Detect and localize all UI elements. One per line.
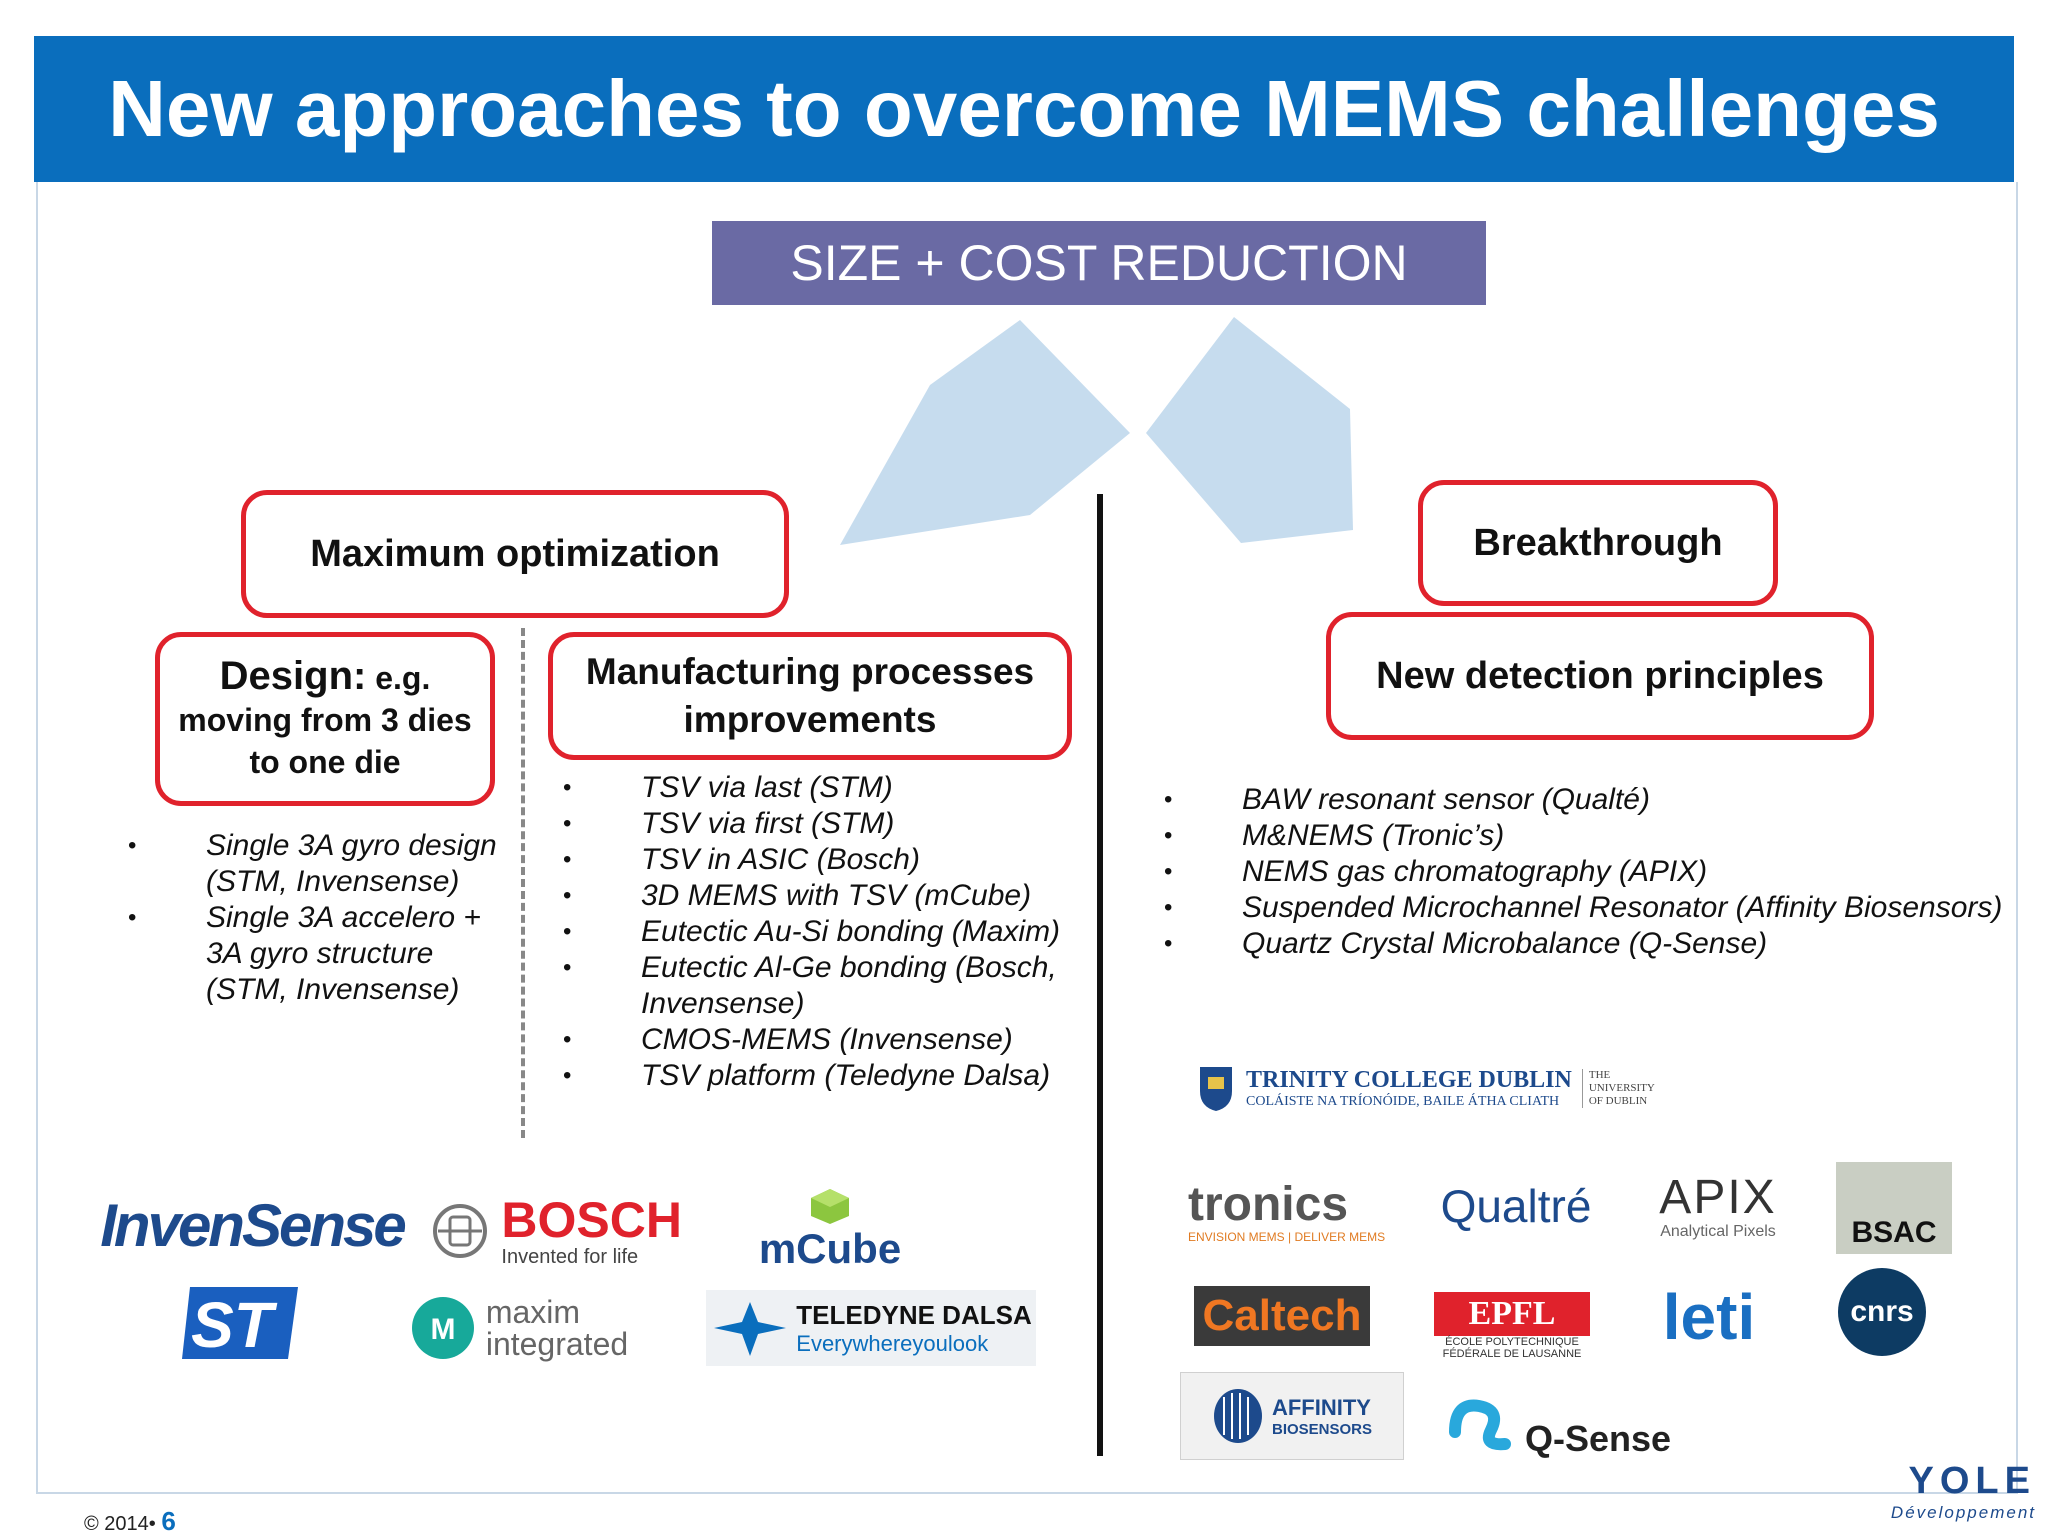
list-item: NEMS gas chromatography (APIX) bbox=[1164, 854, 2044, 890]
trinity-college-logo: TRINITY COLLEGE DUBLIN COLÁISTE NA TRÍON… bbox=[1196, 1060, 1676, 1116]
dashed-divider bbox=[521, 628, 525, 1138]
q-sense-emblem-icon bbox=[1448, 1399, 1511, 1451]
affinity-biosensors-logo: AFFINITY BIOSENSORS bbox=[1180, 1372, 1404, 1460]
list-item: Quartz Crystal Microbalance (Q-Sense) bbox=[1164, 926, 2044, 962]
svg-text:ST: ST bbox=[191, 1289, 278, 1361]
affinity-emblem-icon bbox=[1213, 1389, 1262, 1443]
maxim-logo: M maxim integrated bbox=[394, 1290, 644, 1366]
st-logo-icon: ST bbox=[182, 1287, 298, 1361]
left-arrow-shape bbox=[840, 320, 1130, 545]
epfl-logo: EPFL ÉCOLE POLYTECHNIQUE FÉDÉRALE DE LAU… bbox=[1432, 1288, 1592, 1364]
invensense-logo: InvenSense bbox=[100, 1191, 406, 1259]
list-item: TSV in ASIC (Bosch) bbox=[563, 842, 1083, 878]
q-sense-logo: Q-Sense bbox=[1440, 1384, 1676, 1466]
svg-text:M: M bbox=[430, 1313, 455, 1346]
right-arrow-shape bbox=[1146, 317, 1353, 543]
list-item: Single 3A gyro design (STM, Invensense) bbox=[128, 828, 498, 900]
bsac-logo: BSAC bbox=[1836, 1162, 1952, 1254]
cnrs-logo: cnrs bbox=[1838, 1268, 1926, 1356]
page-number: 6 bbox=[161, 1506, 176, 1536]
list-item: TSV via last (STM) bbox=[563, 770, 1083, 806]
list-item: CMOS-MEMS (Invensense) bbox=[563, 1022, 1083, 1058]
st-logo: ST bbox=[178, 1284, 302, 1362]
list-item: Eutectic Al-Ge bonding (Bosch, Invensens… bbox=[563, 950, 1083, 1022]
bosch-logo: BOSCH Invented for life bbox=[432, 1188, 682, 1274]
apix-logo: APIX Analytical Pixels bbox=[1659, 1171, 1777, 1241]
list-item: Single 3A accelero + 3A gyro structure (… bbox=[128, 900, 498, 1008]
leti-logo: leti bbox=[1662, 1281, 1756, 1353]
teledyne-dalsa-logo: TELEDYNE DALSA Everywhereyoulook bbox=[706, 1290, 1036, 1366]
manufacturing-bullet-list: TSV via last (STM) TSV via first (STM) T… bbox=[563, 770, 1083, 1094]
slide-title: New approaches to overcome MEMS challeng… bbox=[108, 64, 1940, 153]
list-item: 3D MEMS with TSV (mCube) bbox=[563, 878, 1083, 914]
breakthrough-label: Breakthrough bbox=[1473, 521, 1723, 564]
maximum-optimization-box: Maximum optimization bbox=[241, 490, 789, 618]
breakthrough-bullet-list: BAW resonant sensor (Qualté) M&NEMS (Tro… bbox=[1164, 782, 2044, 962]
footer: © 2014• 6 bbox=[84, 1506, 176, 1537]
manufacturing-box: Manufacturing processes improvements bbox=[548, 632, 1072, 760]
manufacturing-label: Manufacturing processes improvements bbox=[585, 651, 1035, 740]
mcube-logo: mCube bbox=[759, 1180, 901, 1280]
list-item: BAW resonant sensor (Qualté) bbox=[1164, 782, 2044, 818]
maxim-emblem-icon: M bbox=[411, 1297, 474, 1359]
qualtre-logo: Qualtré bbox=[1440, 1180, 1592, 1232]
caltech-logo: Caltech bbox=[1194, 1286, 1370, 1346]
yole-logo: YOLE Développement bbox=[1890, 1459, 2036, 1522]
new-detection-label: New detection principles bbox=[1376, 654, 1824, 697]
vertical-divider bbox=[1097, 494, 1103, 1456]
arrows-graphic bbox=[840, 317, 1353, 545]
mcube-cube-icon bbox=[811, 1189, 849, 1224]
teledyne-star-icon bbox=[714, 1302, 787, 1356]
maximum-optimization-label: Maximum optimization bbox=[310, 532, 720, 575]
size-cost-reduction-box: SIZE + COST REDUCTION bbox=[712, 221, 1486, 305]
design-label: Design: e.g. moving from 3 dies to one d… bbox=[178, 654, 472, 780]
list-item: TSV via first (STM) bbox=[563, 806, 1083, 842]
list-item: Suspended Microchannel Resonator (Affini… bbox=[1164, 890, 2044, 926]
design-bullet-list: Single 3A gyro design (STM, Invensense) … bbox=[128, 828, 498, 1008]
list-item: M&NEMS (Tronic’s) bbox=[1164, 818, 2044, 854]
list-item: TSV platform (Teledyne Dalsa) bbox=[563, 1058, 1083, 1094]
list-item: Eutectic Au-Si bonding (Maxim) bbox=[563, 914, 1083, 950]
design-box: Design: e.g. moving from 3 dies to one d… bbox=[155, 632, 495, 806]
breakthrough-box: Breakthrough bbox=[1418, 480, 1778, 606]
tronics-logo: tronics ENVISION MEMS | DELIVER MEMS bbox=[1188, 1178, 1386, 1245]
copyright-text: © 2014• bbox=[84, 1513, 156, 1535]
bosch-emblem-icon bbox=[433, 1204, 487, 1258]
new-detection-box: New detection principles bbox=[1326, 612, 1874, 740]
trinity-crest-icon bbox=[1200, 1067, 1232, 1111]
title-banner: New approaches to overcome MEMS challeng… bbox=[34, 36, 2014, 182]
